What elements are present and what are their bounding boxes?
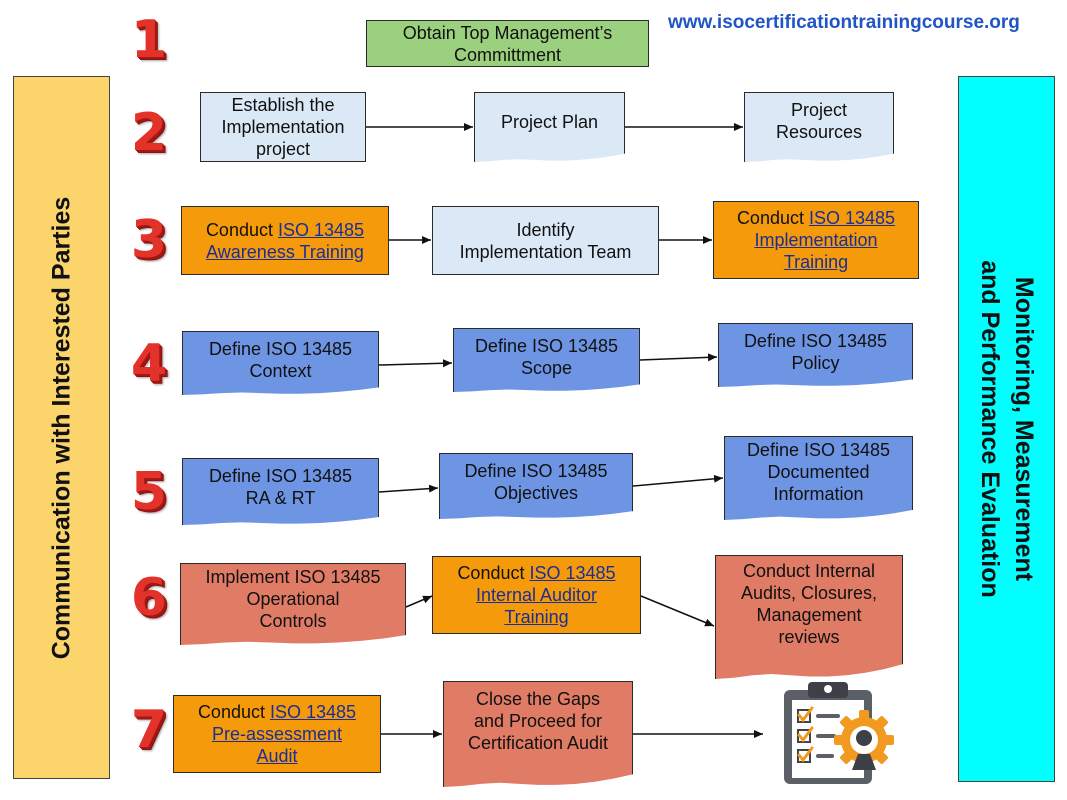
implementation-training-box: Conduct ISO 13485 Implementation Trainin… bbox=[713, 201, 919, 279]
iso-13485-link[interactable]: ISO 13485 bbox=[269, 702, 357, 722]
close-gaps-line1: Close the Gaps bbox=[475, 689, 601, 709]
close-gaps-line3: Certification Audit bbox=[467, 733, 609, 753]
implementation-training-line2: Implementation bbox=[754, 229, 877, 251]
establish-project-box: Establish the Implementation project bbox=[200, 92, 366, 162]
arrow-objectives-to-docinfo bbox=[632, 474, 724, 487]
close-gaps-box: Close the Gaps and Proceed for Certifica… bbox=[443, 681, 633, 787]
implementation-team-line2: Implementation Team bbox=[459, 241, 632, 262]
internal-auditor-training-line2: Internal Auditor bbox=[476, 584, 597, 606]
right-panel: Monitoring, Measurement and Performance … bbox=[958, 76, 1055, 782]
scope-box: Define ISO 13485 Scope bbox=[453, 328, 640, 392]
awareness-training-line2: Awareness Training bbox=[206, 241, 364, 263]
documented-info-box: Define ISO 13485 Documented Information bbox=[724, 436, 913, 520]
implementation-training-line1: Conduct ISO 13485 bbox=[736, 208, 896, 228]
iso-13485-link[interactable]: ISO 13485 bbox=[529, 563, 616, 583]
pre-assessment-line1: Conduct ISO 13485 bbox=[197, 702, 357, 722]
context-box: Define ISO 13485 Context bbox=[182, 331, 379, 395]
establish-project-line3: project bbox=[255, 139, 311, 159]
internal-audits-line1: Conduct Internal bbox=[742, 561, 876, 581]
implementation-training-line3: Training bbox=[784, 251, 848, 273]
operational-controls-line1: Implement ISO 13485 bbox=[205, 567, 381, 587]
project-resources-line2: Resources bbox=[775, 122, 863, 142]
operational-controls-line3: Controls bbox=[259, 611, 327, 631]
operational-controls-line2: Operational bbox=[246, 589, 340, 609]
close-gaps-line2: and Proceed for bbox=[473, 711, 603, 731]
pre-assessment-box: Conduct ISO 13485 Pre-assessment Audit bbox=[173, 695, 381, 773]
step-number-3: 3 bbox=[130, 210, 168, 270]
training-link[interactable]: Training bbox=[504, 607, 569, 627]
policy-line1: Define ISO 13485 bbox=[743, 331, 888, 351]
internal-audits-line3: Management bbox=[756, 605, 862, 625]
scope-line2: Scope bbox=[520, 358, 573, 378]
establish-project-line1: Establish the bbox=[231, 95, 335, 115]
arrow-context-to-scope bbox=[378, 359, 453, 368]
step-number-1: 1 bbox=[130, 10, 168, 70]
top-management-line1: Obtain Top Management’s bbox=[402, 22, 613, 43]
internal-auditor-training-line3: Training bbox=[504, 606, 568, 628]
pre-assessment-line3: Audit bbox=[256, 745, 297, 767]
internal-auditor-link[interactable]: Internal Auditor bbox=[475, 585, 598, 605]
awareness-training-line1: Conduct ISO 13485 bbox=[205, 219, 365, 240]
ra-rt-line1: Define ISO 13485 bbox=[208, 466, 353, 486]
internal-auditor-training-line1: Conduct ISO 13485 bbox=[457, 563, 616, 583]
arrow-operational-to-auditor bbox=[405, 595, 433, 608]
step-number-7: 7 bbox=[130, 700, 168, 760]
ra-rt-line2: RA & RT bbox=[245, 488, 316, 508]
arrow-auditor-to-audits bbox=[640, 595, 715, 627]
objectives-box: Define ISO 13485 Objectives bbox=[439, 453, 633, 519]
iso-13485-link[interactable]: ISO 13485 bbox=[277, 219, 365, 240]
objectives-line1: Define ISO 13485 bbox=[464, 461, 608, 481]
training-link[interactable]: Training bbox=[783, 252, 849, 272]
establish-project-line2: Implementation bbox=[221, 117, 345, 137]
top-management-line2: Committment bbox=[453, 44, 561, 65]
step-number-6: 6 bbox=[130, 568, 168, 628]
arrow-scope-to-policy bbox=[639, 353, 718, 362]
project-resources-box: Project Resources bbox=[744, 92, 894, 162]
pre-assessment-link[interactable]: Pre-assessment bbox=[211, 724, 343, 744]
top-management-box: Obtain Top Management’s Committment bbox=[366, 20, 649, 67]
internal-audits-line4: reviews bbox=[778, 627, 840, 647]
audit-checklist-gear-icon bbox=[784, 682, 894, 784]
context-line2: Context bbox=[249, 361, 312, 381]
website-url: www.isocertificationtrainingcourse.org bbox=[668, 12, 1020, 33]
documented-info-line3: Information bbox=[773, 484, 864, 504]
audit-link[interactable]: Audit bbox=[256, 746, 298, 766]
implementation-team-line1: Identify bbox=[516, 219, 575, 240]
context-line1: Define ISO 13485 bbox=[208, 339, 353, 359]
project-plan-line1: Project Plan bbox=[500, 112, 599, 132]
project-resources-line1: Project bbox=[790, 100, 848, 120]
left-panel: Communication with Interested Parties bbox=[13, 76, 110, 779]
objectives-line2: Objectives bbox=[493, 483, 579, 503]
policy-line2: Policy bbox=[791, 353, 840, 373]
project-plan-box: Project Plan bbox=[474, 92, 625, 162]
documented-info-line1: Define ISO 13485 bbox=[746, 440, 891, 460]
operational-controls-box: Implement ISO 13485 Operational Controls bbox=[180, 563, 406, 645]
pre-assessment-line2: Pre-assessment bbox=[212, 723, 342, 745]
scope-line1: Define ISO 13485 bbox=[474, 336, 619, 356]
step-number-4: 4 bbox=[130, 334, 168, 394]
implementation-link[interactable]: Implementation bbox=[754, 230, 878, 250]
policy-box: Define ISO 13485 Policy bbox=[718, 323, 913, 387]
documented-info-line2: Documented bbox=[767, 462, 870, 482]
internal-audits-line2: Audits, Closures, bbox=[740, 583, 878, 603]
step-number-5: 5 bbox=[130, 462, 168, 522]
internal-audits-box: Conduct Internal Audits, Closures, Manag… bbox=[715, 555, 903, 679]
awareness-training-box: Conduct ISO 13485 Awareness Training bbox=[181, 206, 389, 275]
implementation-team-box: Identify Implementation Team bbox=[432, 206, 659, 275]
ra-rt-box: Define ISO 13485 RA & RT bbox=[182, 458, 379, 525]
step-number-2: 2 bbox=[130, 103, 168, 163]
arrow-rart-to-objectives bbox=[378, 484, 439, 493]
awareness-training-link[interactable]: Awareness Training bbox=[206, 241, 364, 262]
internal-auditor-training-box: Conduct ISO 13485 Internal Auditor Train… bbox=[432, 556, 641, 634]
iso-13485-link[interactable]: ISO 13485 bbox=[808, 208, 896, 228]
